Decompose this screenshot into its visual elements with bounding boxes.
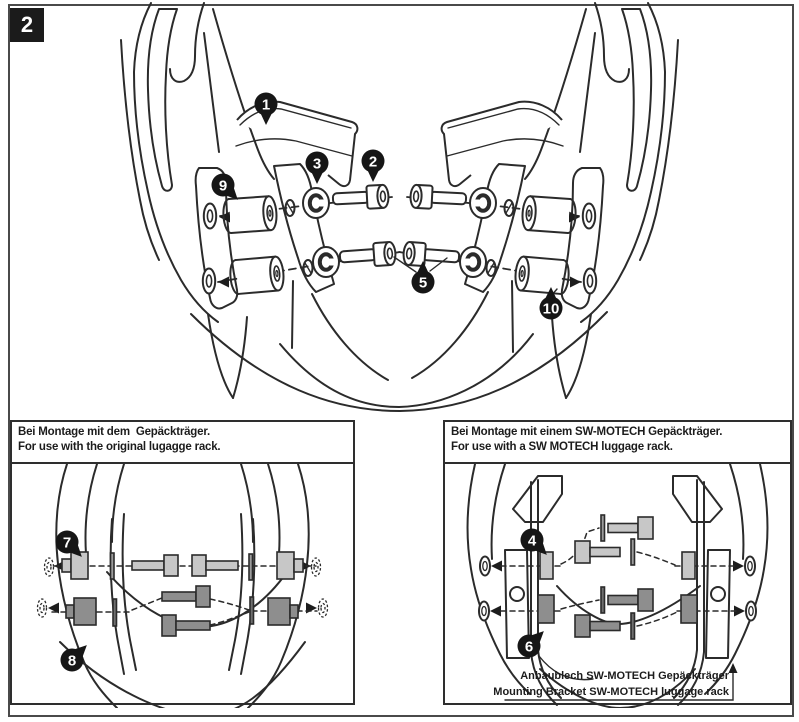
svg-text:3: 3 [313,156,321,173]
callout-10: 10 [539,287,563,320]
rail-hole-lower [201,267,217,295]
callout-6: 6 [517,631,544,658]
screw-shaft-1 [131,560,165,571]
screw-shaft-2 [205,560,239,571]
bracket-label-en: Mounting Bracket SW-MOTECH luggage rack [493,686,730,698]
panel-swmotech-rack: Bei Montage mit einem SW-MOTECH Gepäcktr… [443,420,792,708]
svg-text:10: 10 [543,301,560,318]
spacer-left-lower [537,594,555,624]
svg-text:6: 6 [525,639,533,656]
center-screws [574,514,654,640]
panel-right-header: Bei Montage mit einem SW-MOTECH Gepäcktr… [445,422,790,464]
washer-bar-left-upper [109,552,115,580]
callout-1: 1 [254,92,278,125]
screw-head-4 [161,614,177,637]
callout-3: 3 [305,151,329,184]
panel-left-header: Bei Montage mit dem Gepäckträger. For us… [12,422,353,464]
spacer-step-left-upper [61,558,72,573]
rack-left-outline [466,464,563,706]
svg-text:5: 5 [419,275,427,292]
callout-2: 2 [361,149,385,182]
washer-bar-b [630,538,636,566]
screw-upper [331,183,391,212]
screw-head-a [637,516,654,540]
screw-head-3 [195,585,211,608]
upper-hardware-row [53,551,317,581]
svg-text:8: 8 [68,653,76,670]
rear-fairing-outline [190,280,608,412]
screw-shaft-4 [175,620,211,631]
washer-lower [311,245,341,279]
screw-lower [338,240,398,270]
left-side-assembly [120,2,401,399]
screw-head-c [637,588,654,612]
washer-bar-right-lower [249,596,255,625]
step-number-badge: 2 [10,8,44,42]
panel-original-rack: Bei Montage mit dem Gepäckträger. For us… [10,420,355,708]
screw-shaft-c [607,594,639,606]
callout-7: 7 [55,530,82,557]
screw-head-d [574,614,591,638]
callout-8: 8 [60,645,87,672]
spacer-right-lower [267,597,291,626]
screw-shaft-d [589,620,621,632]
spacer-left-upper [539,551,554,580]
main-exploded-diagram: 1 3 2 9 5 10 [120,2,799,412]
washer-bar-a [600,514,606,542]
right-side-assembly [399,3,678,398]
bracket-label-de: Anbaublech SW-MOTECH Gepäckträger [520,670,730,682]
svg-text:7: 7 [63,535,71,552]
panel-right-title-de: Bei Montage mit einem SW-MOTECH Gepäcktr… [451,426,723,438]
svg-text:4: 4 [528,533,537,550]
rail-hole-upper [202,202,218,230]
svg-text:1: 1 [262,97,270,114]
frame-right-outline [228,464,329,708]
spacer-upper [221,194,279,235]
rack-right-outline [672,464,769,706]
spacer-step-left-lower [65,604,75,619]
svg-text:2: 2 [369,154,377,171]
spacer-left-upper [70,551,89,580]
screw-shaft-a [607,522,639,534]
screw-head-2 [191,554,207,577]
washer-bar-right-upper [248,553,254,581]
bracket-label: Anbaublech SW-MOTECH Gepäckträger Mounti… [493,655,738,701]
washer-bar-c [600,586,606,614]
spacer-step-right-upper [293,558,304,573]
spacer-left-lower [73,597,97,626]
panel-left-title-de: Bei Montage mit dem Gepäckträger. [18,426,210,438]
callout-4: 4 [520,528,547,555]
washer-bar-d [630,612,636,640]
washer-bar-left-lower [112,598,118,627]
callout-5-leaders [393,256,448,273]
screw-shaft-3 [161,591,197,602]
panel-right-title-en: For use with a SW MOTECH luggage rack. [451,440,673,453]
callout-5: 5 [411,261,435,294]
screw-head-b [574,540,591,564]
callout-9: 9 [211,173,238,200]
screw-shaft-b [589,546,621,558]
panel-left-diagram: 7 8 [36,464,329,708]
panel-right-diagram: 4 6 Anbaublech SW-MOTECH Gepäckträger Mo… [466,464,769,708]
washer-upper [301,186,331,220]
rear-handle-outline [120,2,275,399]
screw-head-1 [163,554,179,577]
spacer-step-right-lower [289,604,299,619]
panel-left-title-en: For use with the original lugagge rack. [18,440,221,453]
spacer-right-upper [681,551,696,580]
lower-hardware-row [51,585,318,637]
svg-text:9: 9 [219,178,227,195]
spacer-right-lower [680,594,698,624]
spacer-right-upper [276,551,295,580]
